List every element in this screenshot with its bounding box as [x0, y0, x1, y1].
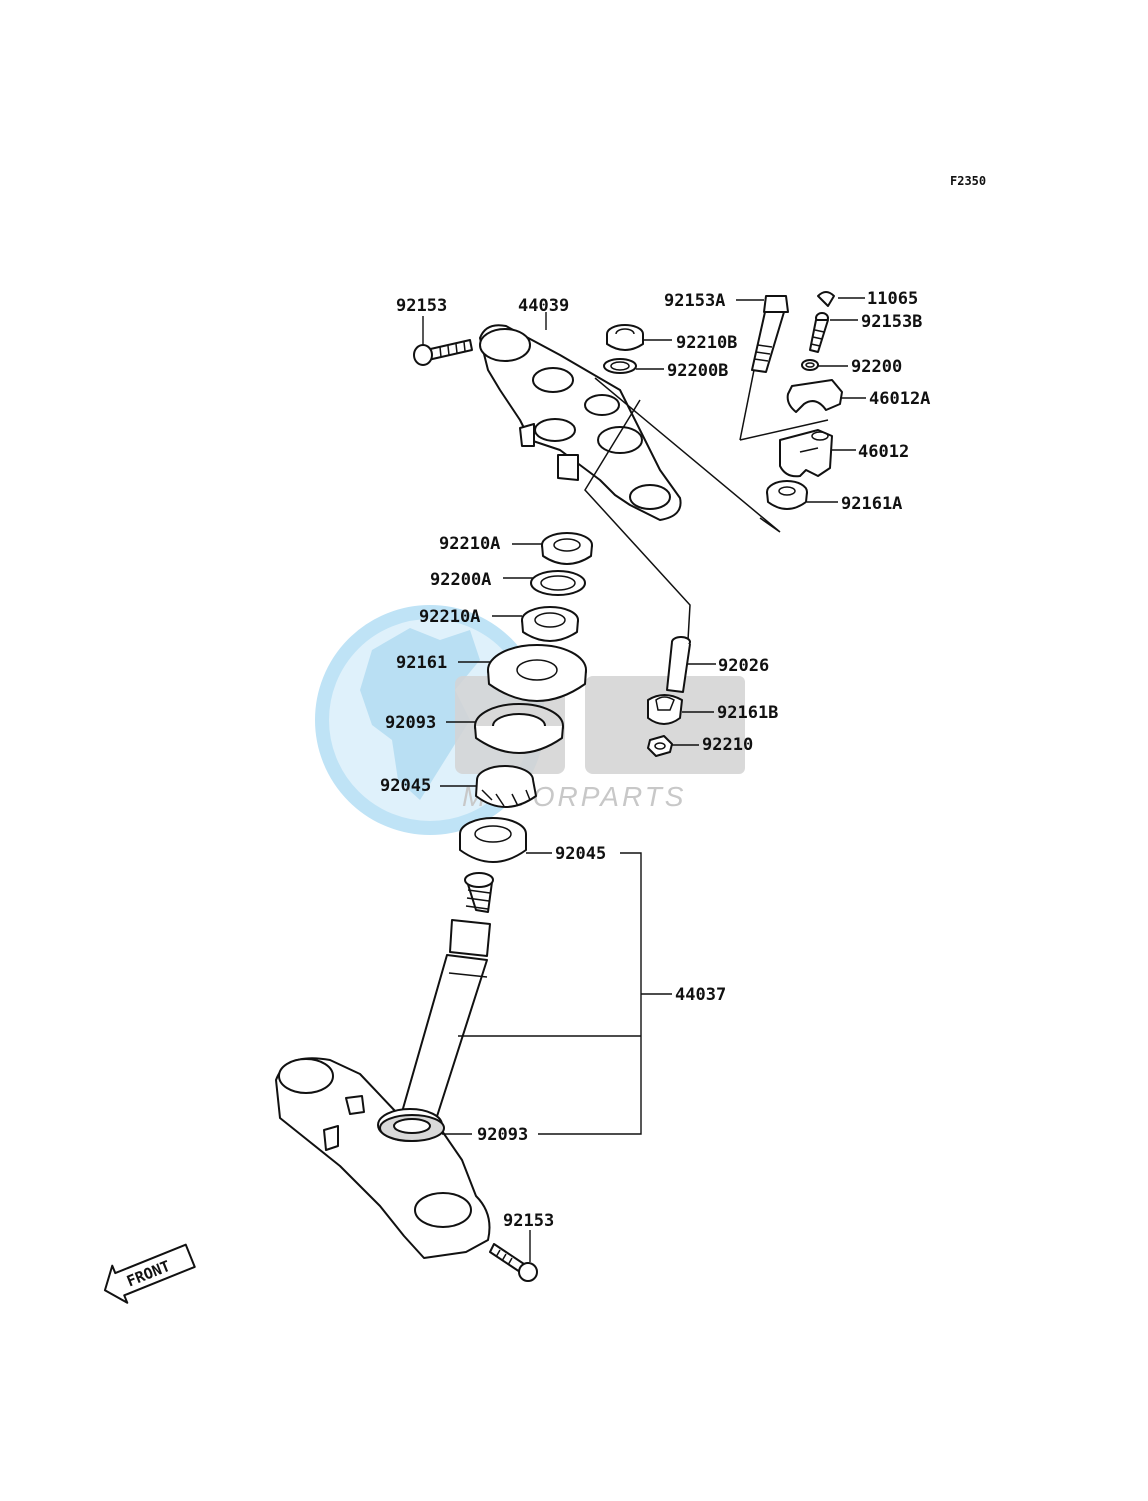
watermark-continents	[360, 628, 480, 800]
dust-seal-92161	[487, 644, 587, 702]
assembly-line-1	[739, 419, 829, 441]
handlebar-holder-46012	[779, 429, 833, 478]
washer-92200B	[603, 358, 637, 374]
assembly-line-3	[584, 399, 691, 641]
label-92161: 92161	[396, 653, 447, 673]
label-92093-upper: 92093	[385, 713, 436, 733]
label-11065: 11065	[867, 289, 918, 309]
cap-11065	[817, 291, 835, 307]
label-92153-top: 92153	[396, 296, 447, 316]
label-92210B: 92210B	[676, 333, 737, 353]
label-92153-bottom: 92153	[503, 1211, 554, 1231]
assembly-line-4	[739, 369, 755, 441]
label-44039: 44039	[518, 296, 569, 316]
nut-92210	[647, 735, 673, 757]
locknut-92210A-1	[541, 532, 593, 565]
seal-92093-lower	[379, 1114, 445, 1142]
label-92153A: 92153A	[664, 291, 725, 311]
damper-92161A	[766, 480, 808, 510]
label-92045-upper: 92045	[380, 776, 431, 796]
label-44037: 44037	[675, 985, 726, 1005]
washer-92200A	[530, 570, 586, 596]
locknut-92210A-2	[521, 606, 579, 642]
long-bolt-92153A	[751, 295, 789, 373]
seal-92093-upper	[474, 703, 564, 754]
handlebar-holder-cap-46012A	[786, 379, 843, 413]
label-92161A: 92161A	[841, 494, 902, 514]
front-arrow-icon: FRONT	[103, 1243, 196, 1304]
label-92161B: 92161B	[717, 703, 778, 723]
washer-92200	[801, 359, 819, 371]
steering-stem	[275, 872, 494, 1259]
label-92045-lower: 92045	[555, 844, 606, 864]
label-92210A-2: 92210A	[419, 607, 480, 627]
leader-lines	[422, 297, 866, 1262]
assembly-line-2	[594, 377, 781, 533]
bolt-92153-bottom	[489, 1243, 538, 1282]
label-46012: 46012	[858, 442, 909, 462]
washer-92210B	[606, 324, 644, 351]
label-92200A: 92200A	[430, 570, 491, 590]
bolt-92153B	[809, 312, 829, 353]
label-92210: 92210	[702, 735, 753, 755]
label-92200: 92200	[851, 357, 902, 377]
label-92153B: 92153B	[861, 312, 922, 332]
bearing-92045-upper	[475, 765, 537, 808]
label-92210A-1: 92210A	[439, 534, 500, 554]
label-46012A: 46012A	[869, 389, 930, 409]
label-92200B: 92200B	[667, 361, 728, 381]
collar-92026	[666, 636, 691, 693]
diagram-code: F2350	[950, 174, 986, 188]
damper-92161B	[647, 694, 683, 725]
label-92026: 92026	[718, 656, 769, 676]
bolt-92153-top	[413, 339, 473, 366]
bearing-92045-lower	[459, 817, 527, 863]
part-labels: 92153 44039 92153A 11065 92153B 92210B 9…	[380, 289, 930, 1231]
upper-triple-clamp	[479, 324, 682, 521]
label-92093-lower: 92093	[477, 1125, 528, 1145]
